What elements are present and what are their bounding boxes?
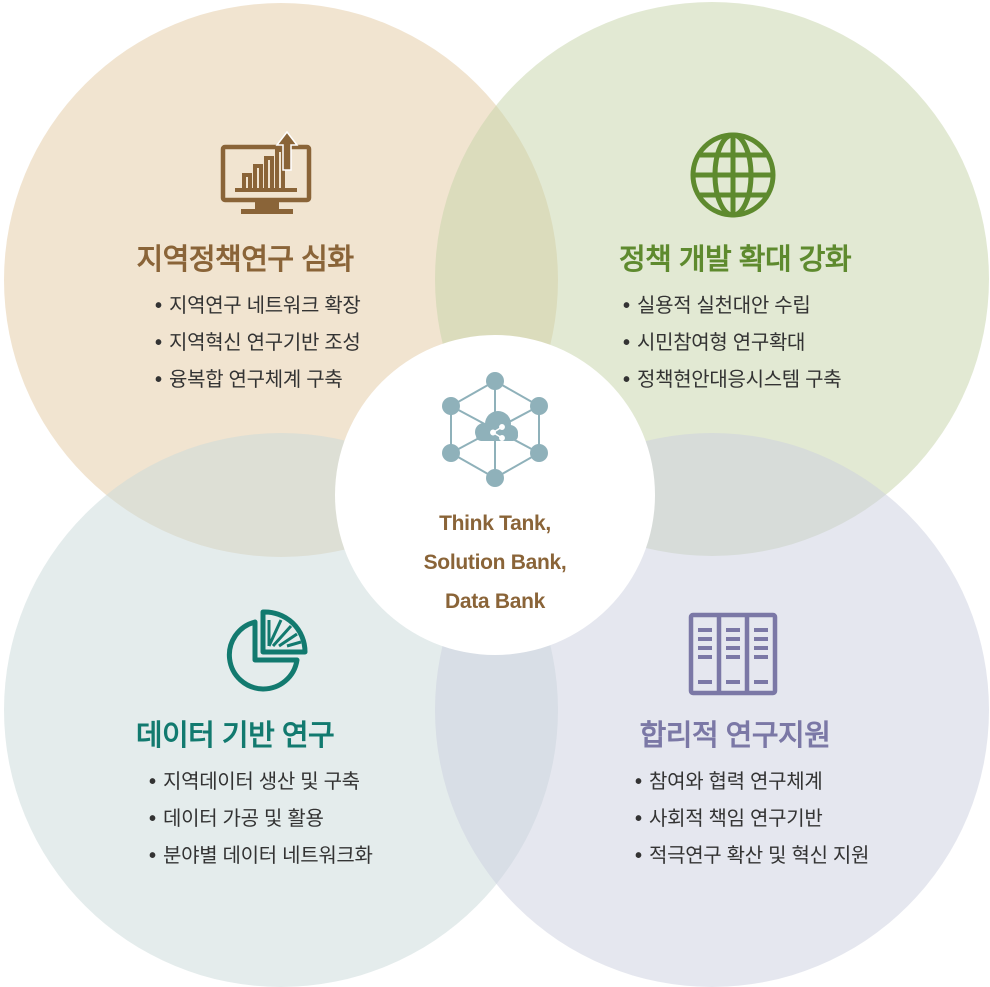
cloud-network-icon xyxy=(442,372,548,487)
list-item: •분야별 데이터 네트워크화 xyxy=(149,845,373,867)
list-item: •데이터 가공 및 활용 xyxy=(149,808,324,830)
center-line: Solution Bank, xyxy=(423,551,567,574)
title-bottom-left: 데이터 기반 연구 xyxy=(135,720,335,752)
center-line: Think Tank, xyxy=(439,512,551,535)
list-bottom-left: •지역데이터 생산 및 구축 •데이터 가공 및 활용 •분야별 데이터 네트워… xyxy=(149,764,435,875)
list-top-left: •지역연구 네트워크 확장 •지역혁신 연구기반 조성 •융복합 연구체계 구축 xyxy=(155,288,435,399)
title-bottom-right: 합리적 연구지원 xyxy=(639,720,831,752)
globe-icon xyxy=(690,132,776,218)
center-line: Data Bank xyxy=(444,590,545,613)
monitor-chart-icon xyxy=(220,130,312,214)
list-item: •시민참여형 연구확대 xyxy=(623,332,806,354)
pie-chart-icon xyxy=(226,609,308,692)
title-top-right: 정책 개발 확대 강화 xyxy=(618,244,852,276)
list-item: •지역연구 네트워크 확장 xyxy=(155,295,361,317)
list-top-right: •실용적 실천대안 수립 •시민참여형 연구확대 •정책현안대응시스템 구축 xyxy=(623,288,905,399)
quadrant-top-right: 정책 개발 확대 강화 •실용적 실천대안 수립 •시민참여형 연구확대 •정책… xyxy=(605,130,905,399)
list-item: •지역혁신 연구기반 조성 xyxy=(155,332,361,354)
list-bottom-right: •참여와 협력 연구체계 •사회적 책임 연구기반 •적극연구 확산 및 혁신 … xyxy=(635,764,905,875)
list-item: •지역데이터 생산 및 구축 xyxy=(149,771,360,793)
list-item: •사회적 책임 연구기반 xyxy=(635,808,823,830)
center-circle xyxy=(335,335,655,655)
center-label: Think Tank, Solution Bank, Data Bank xyxy=(395,504,595,621)
list-item: •융복합 연구체계 구축 xyxy=(155,369,343,391)
list-item: •참여와 협력 연구체계 xyxy=(635,771,823,793)
quadrant-bottom-left: 데이터 기반 연구 •지역데이터 생산 및 구축 •데이터 가공 및 활용 •분… xyxy=(135,608,435,875)
quadrant-top-left: 지역정책연구 심화 •지역연구 네트워크 확장 •지역혁신 연구기반 조성 •융… xyxy=(135,130,435,399)
list-item: •정책현안대응시스템 구축 xyxy=(623,369,842,391)
list-item: •실용적 실천대안 수립 xyxy=(623,295,811,317)
server-rack-icon xyxy=(688,612,778,696)
title-top-left: 지역정책연구 심화 xyxy=(136,244,355,276)
list-item: •적극연구 확산 및 혁신 지원 xyxy=(635,845,870,867)
quadrant-bottom-right: 합리적 연구지원 •참여와 협력 연구체계 •사회적 책임 연구기반 •적극연구… xyxy=(605,612,905,875)
